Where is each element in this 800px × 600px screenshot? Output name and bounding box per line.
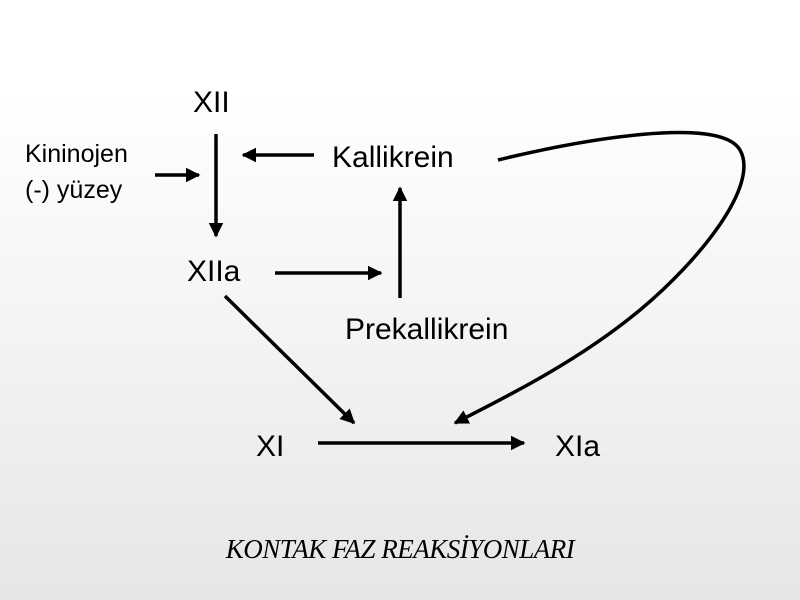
- node-prekallikrein: Prekallikrein: [345, 313, 509, 346]
- node-xia: XIa: [555, 430, 601, 463]
- node-xi: XI: [256, 430, 285, 463]
- arrow-xiia-to-xi: [223, 294, 356, 425]
- node-kininojen: Kininojen: [25, 140, 128, 168]
- node-xiia: XIIa: [187, 255, 241, 288]
- node-xii: XII: [193, 86, 230, 119]
- slide-caption: KONTAK FAZ REAKSİYONLARI: [225, 534, 575, 564]
- arrow-kallikrein-loop-to-xi-reaction: [453, 130, 746, 425]
- node-kallikrein: Kallikrein: [332, 141, 454, 174]
- node-yuzey: (-) yüzey: [25, 176, 123, 204]
